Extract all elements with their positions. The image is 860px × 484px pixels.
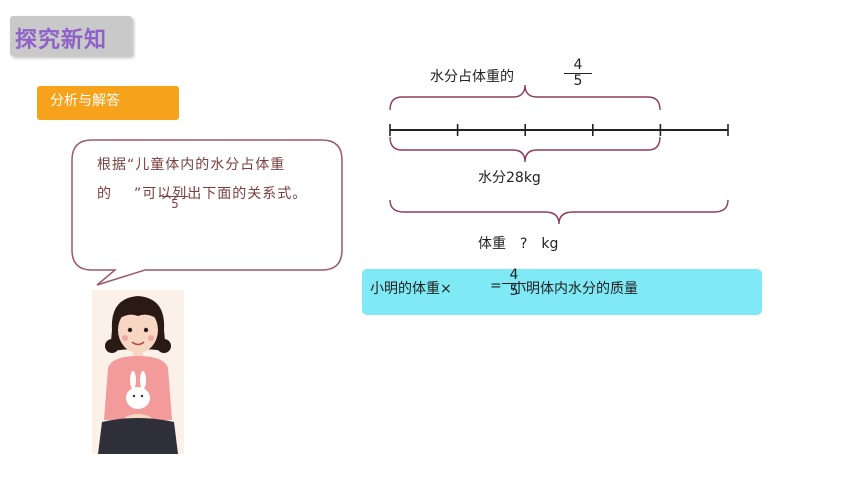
bubble-text-line1: 根据“儿童体内的水分占体重 [97,157,286,173]
water-brace [389,136,661,163]
top-brace [389,84,661,111]
equation-right: 小明体内水分的质量 [512,281,638,297]
bubble-text-line2-start: 的 [97,186,112,202]
body-weight-label: 体重 ? kg [478,236,559,252]
bubble-fraction: 5 [162,196,188,210]
equation-left: 小明的体重× [370,281,452,297]
section-title-box [10,16,132,56]
equation-fraction-denominator: 5 [502,283,526,299]
equation-fraction: 4 5 [502,268,526,299]
bubble-text-line2: 的 ”可以列出下面的关系式。 [97,183,307,203]
water-ratio-label: 水分占体重的 [430,69,514,85]
weight-brace [389,199,729,225]
water-ratio-denominator: 5 [564,73,592,89]
equation-fraction-numerator: 4 [509,267,519,283]
analysis-tag-box [37,86,179,120]
equation-equals: = [490,278,502,294]
equation-box [362,269,762,315]
section-title: 探究新知 [15,28,108,53]
water-ratio-numerator: 4 [573,57,583,73]
girl-illustration [92,290,184,454]
water-mass-label: 水分28kg [478,170,541,186]
bubble-text-line2-end: ”可以列出下面的关系式。 [134,186,308,202]
water-ratio-fraction: 4 5 [564,58,592,89]
analysis-tag-label: 分析与解答 [50,93,120,109]
bubble-fraction-denominator: 5 [171,197,179,211]
